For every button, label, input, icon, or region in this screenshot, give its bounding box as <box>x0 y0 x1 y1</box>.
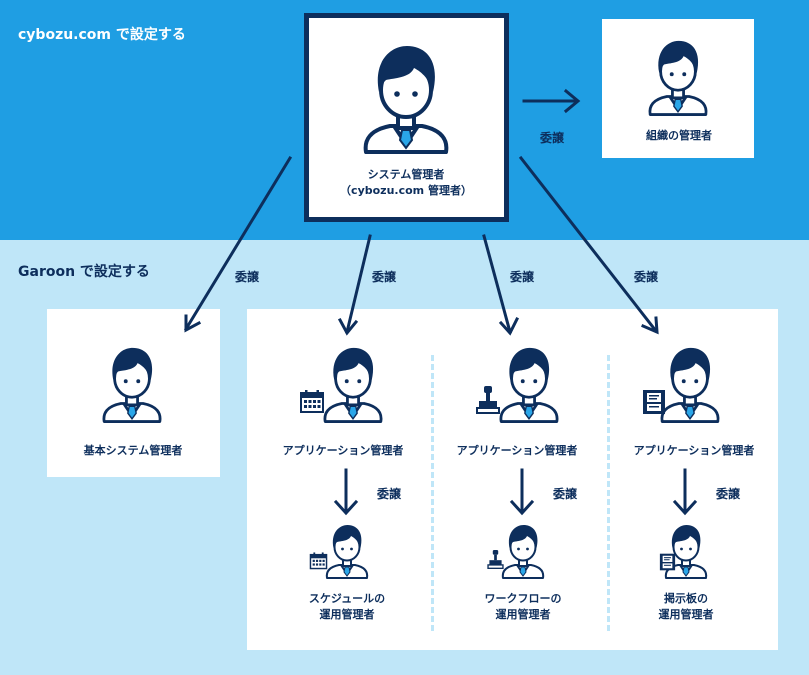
person-icon <box>501 524 545 579</box>
workflow-operator-line1: ワークフローの <box>484 592 562 605</box>
arrow-down-schedule <box>333 468 359 516</box>
stamp-icon <box>487 549 504 569</box>
delegation-label: 委譲 <box>715 487 741 501</box>
calendar-icon <box>300 389 324 413</box>
system-admin-card <box>304 13 509 222</box>
delegation-label: 委譲 <box>234 270 260 284</box>
arrow-to-bulletin-app-admin <box>518 155 659 335</box>
delegation-label: 委譲 <box>509 270 535 284</box>
calendar-icon <box>309 551 328 570</box>
person-icon <box>499 346 559 423</box>
column-divider <box>431 355 434 631</box>
arrow-to-workflow-app-admin <box>482 234 520 336</box>
basic-system-admin-label: 基本システム管理者 <box>83 444 183 457</box>
system-admin-label: システム管理者 （cybozu.com 管理者） <box>340 167 472 199</box>
schedule-operator-line1: スケジュールの <box>308 592 386 605</box>
person-icon <box>648 39 708 116</box>
schedule-operator-line2: 運用管理者 <box>319 608 375 621</box>
bulletin-operator-line1: 掲示板の <box>664 592 708 605</box>
arrow-to-org-admin <box>522 88 581 114</box>
app-admin-label: アプリケーション管理者 <box>633 444 755 457</box>
garoon-section-label: Garoon で設定する <box>18 264 150 280</box>
workflow-operator-label: ワークフローの 運用管理者 <box>485 591 562 623</box>
person-icon <box>660 346 720 423</box>
bulletin-operator-line2: 運用管理者 <box>658 608 714 621</box>
cybozu-section-label: cybozu.com で設定する <box>18 27 186 43</box>
app-admin-label: アプリケーション管理者 <box>282 444 404 457</box>
bulletin-board-icon <box>659 553 676 571</box>
org-admin-label: 組織の管理者 <box>646 129 712 142</box>
person-icon <box>363 44 449 154</box>
delegation-label: 委譲 <box>633 270 659 284</box>
app-admin-label: アプリケーション管理者 <box>456 444 578 457</box>
column-divider <box>607 355 610 631</box>
arrow-to-schedule-app-admin <box>337 234 372 336</box>
system-admin-title: システム管理者 <box>367 168 445 181</box>
arrow-to-basic-admin <box>183 155 293 333</box>
person-icon <box>664 524 708 579</box>
stamp-icon <box>476 385 500 414</box>
system-admin-subtitle: （cybozu.com 管理者） <box>340 184 472 197</box>
bulletin-operator-label: 掲示板の 運用管理者 <box>659 591 714 623</box>
person-icon <box>323 346 383 423</box>
delegation-label: 委譲 <box>539 131 565 145</box>
delegation-label: 委譲 <box>371 270 397 284</box>
arrow-down-bulletin <box>672 468 698 516</box>
schedule-operator-label: スケジュールの 運用管理者 <box>309 591 385 623</box>
person-icon <box>102 346 162 423</box>
arrow-down-workflow <box>509 468 535 516</box>
delegation-label: 委譲 <box>552 487 578 501</box>
bulletin-board-icon <box>643 390 665 414</box>
delegation-label: 委譲 <box>376 487 402 501</box>
workflow-operator-line2: 運用管理者 <box>495 608 551 621</box>
person-icon <box>325 524 369 579</box>
